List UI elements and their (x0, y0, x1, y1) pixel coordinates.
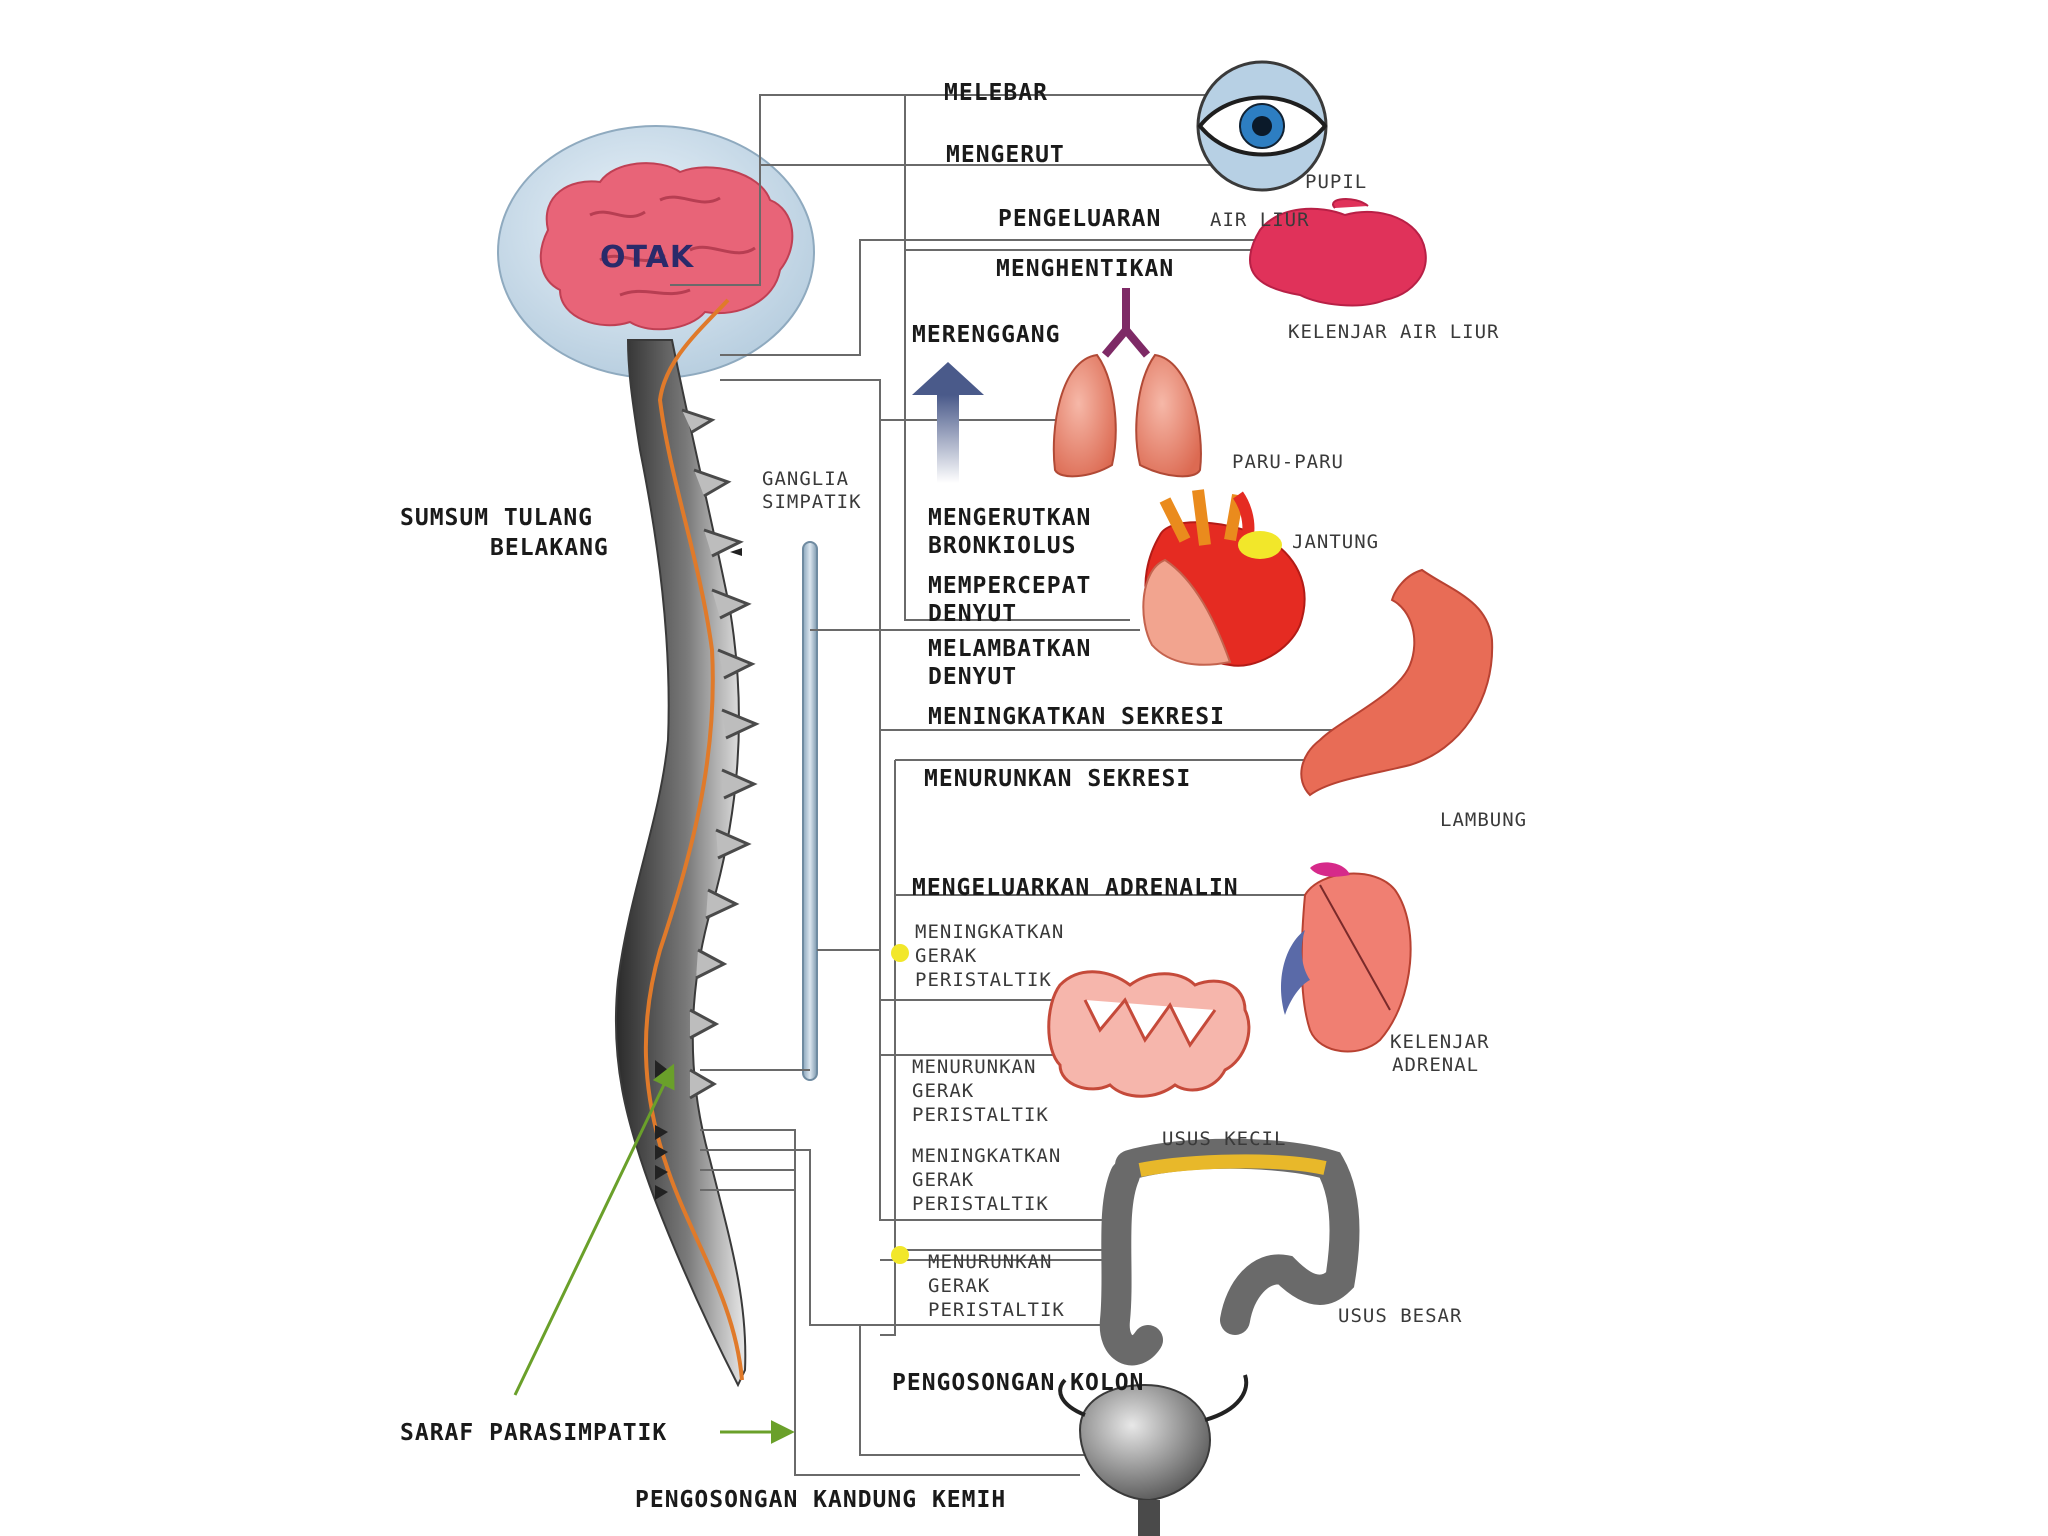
peristaltik-b-line3: PERISTALTIK (912, 1104, 1049, 1126)
lambung-label: LAMBUNG (1440, 809, 1527, 831)
stomach-icon (1300, 568, 1494, 797)
melebar-label: MELEBAR (944, 80, 1048, 106)
peristaltik-c-line1: MENINGKATKAN (912, 1145, 1061, 1167)
mengeluarkan-adrenalin-label: MENGELUARKAN ADRENALIN (912, 875, 1239, 901)
lungs-icon (1052, 288, 1202, 478)
kelenjar-adrenal-label-1: KELENJAR (1390, 1031, 1490, 1053)
mempercepat-label-1: MEMPERCEPAT (928, 573, 1091, 599)
bladder-icon (1058, 1374, 1249, 1536)
ganglia-label-line2: SIMPATIK (762, 491, 862, 513)
pengosongan-kandung-kemih-label: PENGOSONGAN KANDUNG KEMIH (635, 1487, 1006, 1513)
pengosongan-kolon-label: PENGOSONGAN KOLON (892, 1370, 1144, 1396)
mempercepat-label-2: DENYUT (928, 601, 1017, 627)
peristaltik-c-line2: GERAK (912, 1169, 974, 1191)
peristaltik-a-line3: PERISTALTIK (915, 969, 1052, 991)
peristaltik-d-line2: GERAK (928, 1275, 990, 1297)
menurunkan-sekresi-label: MENURUNKAN SEKRESI (924, 766, 1191, 792)
spinal-nerve-orange (643, 298, 744, 1381)
peristaltik-d-line3: PERISTALTIK (928, 1299, 1065, 1321)
pengeluaran-label: PENGELUARAN (998, 206, 1161, 232)
junction-dot (891, 1246, 909, 1264)
small-intestine-icon (1047, 970, 1251, 1098)
air-liur-small-label: AIR LIUR (1210, 209, 1310, 231)
mengerutkan-label-1: MENGERUTKAN (928, 505, 1091, 531)
junction-dot (891, 944, 909, 962)
meningkatkan-sekresi-label: MENINGKATKAN SEKRESI (928, 704, 1225, 730)
nerve-connectors (655, 94, 1345, 1476)
mengerut-label: MENGERUT (946, 142, 1065, 168)
eye-icon (1196, 60, 1328, 192)
pupil-label: PUPIL (1305, 171, 1367, 193)
paru-paru-label: PARU-PARU (1232, 451, 1344, 473)
otak-label: OTAK (600, 240, 695, 275)
peristaltik-c-line3: PERISTALTIK (912, 1193, 1049, 1215)
peristaltik-d-line1: MENURUNKAN (928, 1251, 1052, 1273)
melambatkan-label-1: MELAMBATKAN (928, 636, 1091, 662)
peristaltik-b-line1: MENURUNKAN (912, 1056, 1036, 1078)
big-up-arrow (912, 362, 984, 483)
kelenjar-adrenal-label-2: ADRENAL (1392, 1054, 1479, 1076)
usus-besar-label: USUS BESAR (1338, 1305, 1462, 1327)
peristaltik-b-line2: GERAK (912, 1080, 974, 1102)
adrenal-kidney-icon (1281, 862, 1412, 1053)
usus-kecil-label: USUS KECIL (1162, 1128, 1286, 1150)
salivary-gland-icon (1248, 198, 1427, 307)
brain-folds (589, 195, 756, 297)
ganglia-simpatik-bar (802, 541, 818, 1081)
menghentikan-label: MENGHENTIKAN (996, 256, 1174, 282)
saraf-parasimpatik-label: SARAF PARASIMPATIK (400, 1420, 667, 1446)
mengerutkan-label-2: BRONKIOLUS (928, 533, 1076, 559)
sumsum-label-line1: SUMSUM TULANG (400, 505, 593, 531)
heart-icon (1142, 489, 1306, 667)
melambatkan-label-2: DENYUT (928, 664, 1017, 690)
peristaltik-a-line1: MENINGKATKAN (915, 921, 1064, 943)
jantung-label: JANTUNG (1292, 531, 1379, 553)
parasympathetic-arrows (513, 1063, 795, 1444)
spinal-column (614, 298, 760, 1388)
sumsum-label-line2: BELAKANG (490, 535, 609, 561)
spine-processes (681, 408, 760, 1100)
large-intestine-icon (1099, 1138, 1360, 1366)
kelenjar-air-liur-label: KELENJAR AIR LIUR (1288, 321, 1499, 343)
ganglia-label-line1: GANGLIA (762, 468, 849, 490)
peristaltik-a-line2: GERAK (915, 945, 977, 967)
merenggang-label: MERENGGANG (912, 322, 1060, 348)
brain-group: OTAK (497, 125, 815, 379)
brain-shape (539, 162, 794, 331)
